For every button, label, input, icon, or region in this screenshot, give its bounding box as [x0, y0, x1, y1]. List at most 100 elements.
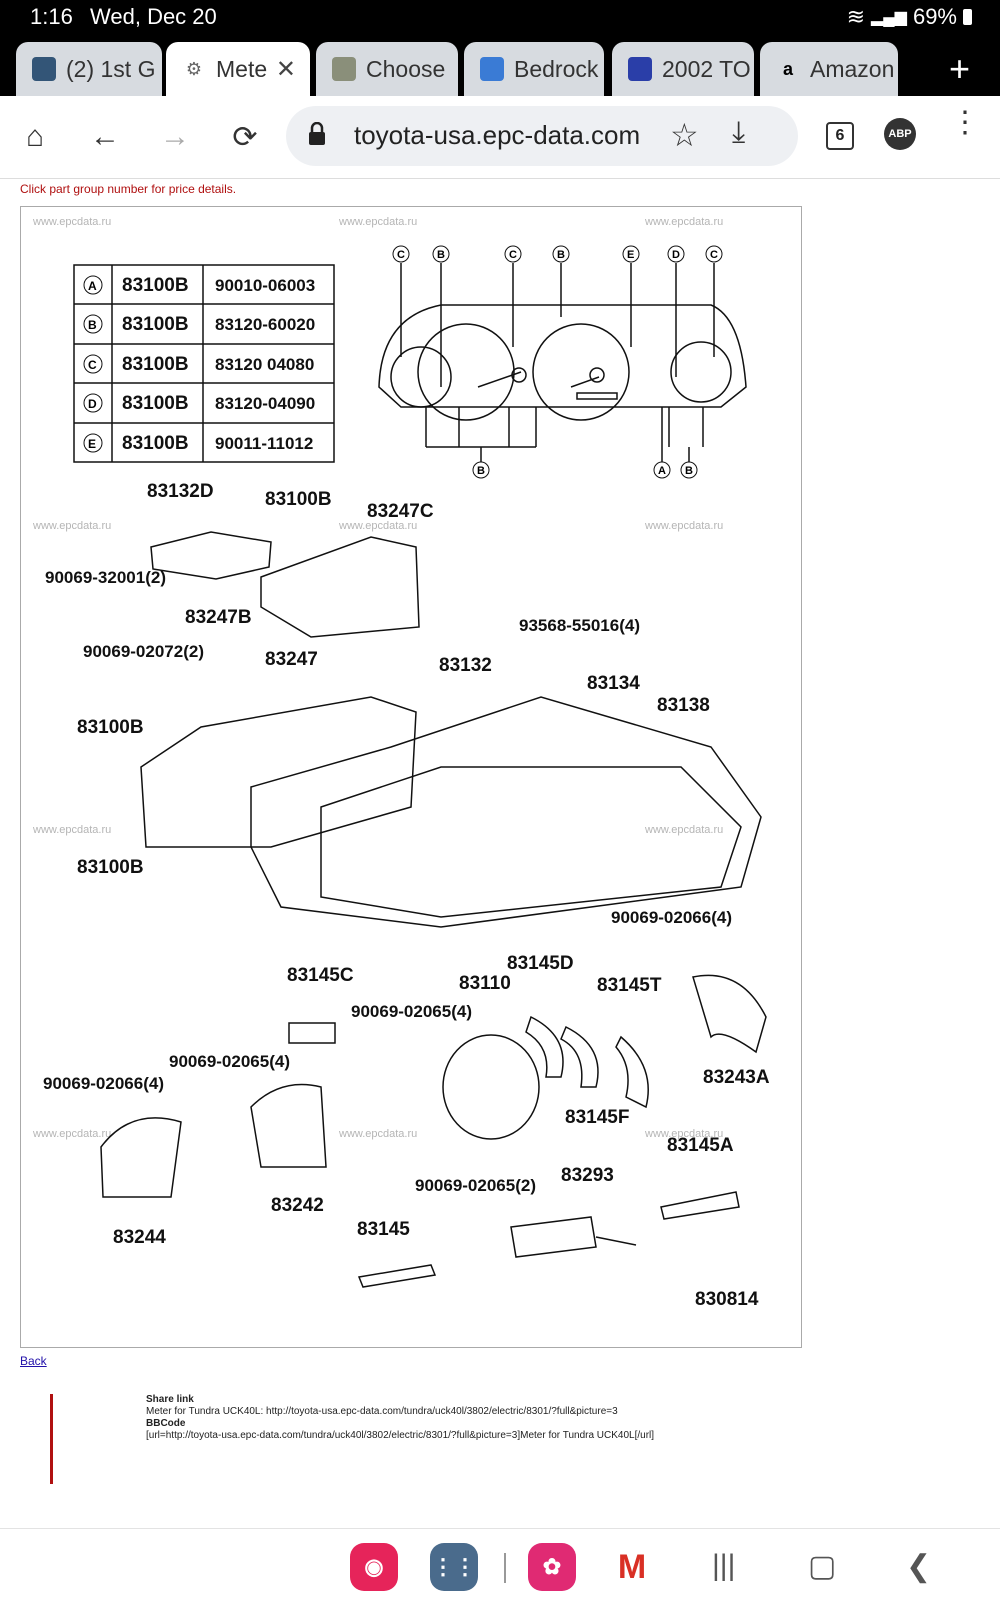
part-number[interactable]: 83293	[561, 1165, 614, 1186]
table-part[interactable]: 83100B	[122, 275, 189, 296]
home-icon[interactable]: ⌂	[25, 120, 45, 153]
part-number[interactable]: 83244	[113, 1227, 166, 1248]
part-number[interactable]: 83145	[357, 1219, 410, 1240]
tab-bedrock[interactable]: Bedrock	[464, 42, 604, 96]
part-number[interactable]: 83132D	[147, 481, 214, 502]
tab-label: Choose	[366, 55, 446, 82]
table-row[interactable]: B 83100B 83120-60020	[83, 314, 315, 335]
table-key: C	[88, 358, 97, 372]
cluster-rear-view	[378, 263, 747, 462]
bbcode-title: BBCode	[146, 1418, 186, 1429]
part-number[interactable]: 83247B	[185, 607, 252, 628]
table-row[interactable]: C 83100B 83120 04080	[83, 354, 314, 375]
part-number[interactable]: 83100B	[265, 489, 332, 510]
adblock-button[interactable]: ABP	[884, 118, 916, 150]
tab-amazon[interactable]: a Amazon	[760, 42, 898, 96]
download-icon[interactable]: ⤓	[732, 116, 746, 149]
battery-level: 69%	[912, 4, 957, 29]
part-number[interactable]: 83145D	[507, 953, 574, 974]
signal-icon: ▂▄▆	[871, 9, 907, 26]
cube-icon	[480, 57, 504, 81]
parts-diagram[interactable]: www.epcdata.ru www.epcdata.ru www.epcdat…	[20, 206, 802, 1348]
url-text[interactable]: toyota-usa.epc-data.com	[354, 120, 641, 150]
browser-toolbar: ⌂ ← → ⟳ toyota-usa.epc-data.com ☆ ⤓	[0, 96, 1000, 179]
part-number[interactable]: 90069-02072(2)	[83, 642, 204, 661]
dock-separator	[504, 1553, 506, 1583]
svg-text:D: D	[672, 249, 680, 261]
part-number[interactable]: 90069-02065(4)	[169, 1052, 290, 1071]
tab-forum[interactable]: (2) 1st G	[16, 42, 162, 96]
part-number[interactable]: 83100B	[77, 717, 144, 738]
table-row[interactable]: A 83100B 90010-06003	[83, 275, 315, 296]
part-number[interactable]: 90069-32001(2)	[45, 568, 166, 587]
part-number[interactable]: 83138	[657, 695, 710, 716]
table-key: B	[88, 318, 97, 332]
callout-letters-top: C B C B E D C	[392, 245, 723, 263]
table-row[interactable]: D 83100B 83120-04090	[83, 393, 315, 414]
part-number[interactable]: 90069-02066(4)	[43, 1074, 164, 1093]
battery-icon	[963, 9, 972, 25]
part-number[interactable]: 83145F	[565, 1107, 629, 1128]
forward-arrow-icon[interactable]: →	[160, 120, 190, 153]
close-tab-icon[interactable]: ✕	[275, 55, 296, 83]
bookmark-star-icon[interactable]: ☆	[670, 117, 699, 153]
back-arrow-icon[interactable]: ←	[90, 120, 120, 153]
part-number[interactable]: 83132	[439, 655, 492, 676]
svg-text:B: B	[437, 249, 445, 261]
table-row[interactable]: E 83100B 90011-11012	[83, 433, 313, 454]
table-part[interactable]: 83100B	[122, 354, 189, 375]
table-number[interactable]: 90011-11012	[215, 434, 313, 453]
home-button-icon[interactable]: ▢	[808, 1550, 837, 1583]
more-menu-icon[interactable]: ⋮	[950, 106, 980, 139]
back-button-icon[interactable]: ❮	[906, 1550, 932, 1583]
part-number[interactable]: 83145C	[287, 965, 354, 986]
watermark: www.epcdata.ru	[32, 824, 111, 836]
svg-text:B: B	[557, 249, 565, 261]
tab-label: 2002 TO	[662, 55, 751, 82]
tab-2002-toyota[interactable]: 2002 TO	[612, 42, 754, 96]
watermark: www.epcdata.ru	[32, 520, 111, 532]
table-number[interactable]: 83120-60020	[215, 315, 315, 334]
part-number[interactable]: 83145A	[667, 1135, 734, 1156]
tab-choose[interactable]: Choose	[316, 42, 458, 96]
table-part[interactable]: 83100B	[122, 393, 189, 414]
new-tab-button[interactable]: +	[948, 48, 970, 89]
svg-text:C: C	[710, 249, 718, 261]
tab-meter[interactable]: ⚙ Mete ✕	[166, 42, 310, 96]
share-link[interactable]: Meter for Tundra UCK40L: http://toyota-u…	[146, 1406, 618, 1417]
tab-switcher-button[interactable]: 6	[826, 122, 854, 150]
table-number[interactable]: 90010-06003	[215, 276, 315, 295]
part-number[interactable]: 90069-02065(4)	[351, 1002, 472, 1021]
part-number[interactable]: 90069-02065(2)	[415, 1176, 536, 1195]
table-part[interactable]: 83100B	[122, 433, 189, 454]
table-part[interactable]: 83100B	[122, 314, 189, 335]
flower-app-icon[interactable]: ✿	[528, 1543, 576, 1591]
bbcode-text[interactable]: [url=http://toyota-usa.epc-data.com/tund…	[146, 1430, 655, 1441]
part-number[interactable]: 83145T	[597, 975, 662, 996]
share-block: Share link Meter for Tundra UCK40L: http…	[146, 1394, 654, 1442]
reload-icon[interactable]: ⟳	[232, 120, 258, 154]
gmail-icon[interactable]: M	[608, 1543, 656, 1591]
part-number[interactable]: 93568-55016(4)	[519, 616, 640, 635]
part-number[interactable]: 83242	[271, 1195, 324, 1216]
address-bar[interactable]: toyota-usa.epc-data.com ☆ ⤓	[286, 106, 798, 166]
amazon-icon: a	[782, 58, 793, 79]
back-link[interactable]: Back	[20, 1354, 47, 1368]
app-drawer-icon[interactable]: ⋮⋮	[430, 1543, 478, 1591]
part-number[interactable]: 83243A	[703, 1067, 770, 1088]
recents-icon[interactable]: |||	[712, 1549, 736, 1582]
table-number[interactable]: 83120 04080	[215, 355, 314, 374]
table-number[interactable]: 83120-04090	[215, 394, 315, 413]
camera-app-icon[interactable]: ◉	[350, 1543, 398, 1591]
watermark: www.epcdata.ru	[644, 1128, 723, 1140]
diagram-code: 830814	[695, 1289, 759, 1310]
forum-favicon-icon	[32, 57, 56, 81]
part-labels[interactable]: 83132D 83100B 83247C 90069-32001(2) 8324…	[43, 481, 770, 1310]
part-number[interactable]: 83100B	[77, 857, 144, 878]
part-number[interactable]: 90069-02066(4)	[611, 908, 732, 927]
table-key: D	[88, 397, 97, 411]
part-number[interactable]: 83110	[459, 973, 511, 994]
part-number[interactable]: 83247	[265, 649, 318, 670]
part-number[interactable]: 83134	[587, 673, 640, 694]
part-number[interactable]: 83247C	[367, 501, 434, 522]
